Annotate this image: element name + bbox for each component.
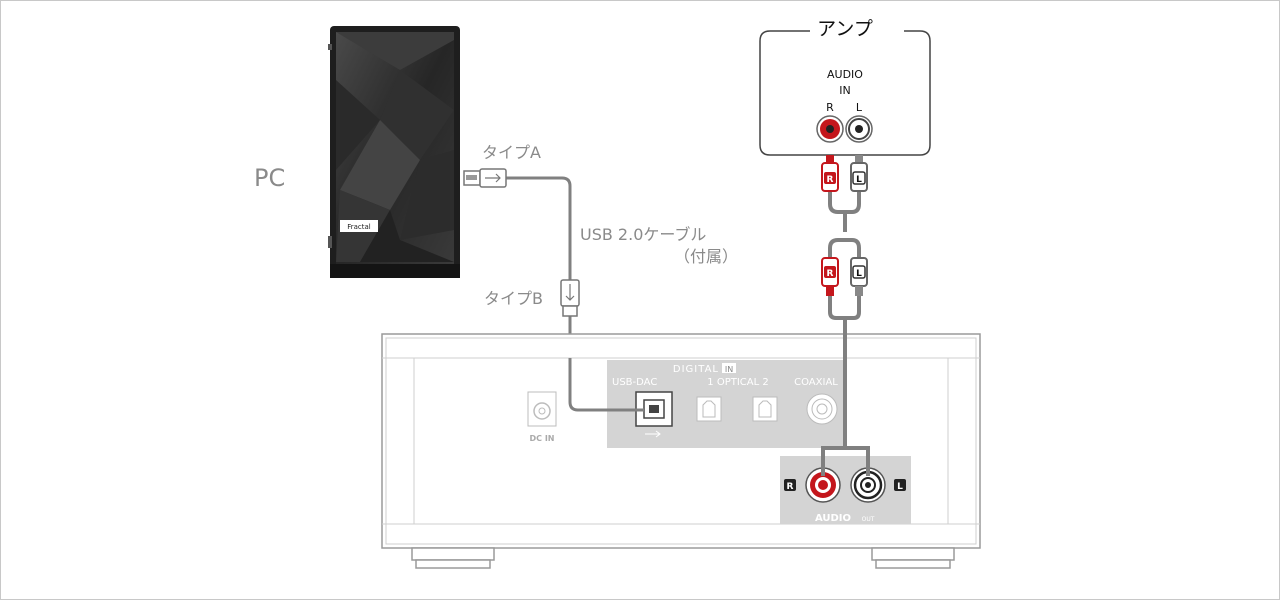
amp-title: アンプ bbox=[817, 18, 873, 40]
amp-l-label: L bbox=[856, 101, 863, 114]
audio-out-l-label: L bbox=[897, 482, 903, 492]
plug-r-label: R bbox=[827, 269, 834, 279]
optical-port-1 bbox=[696, 396, 722, 422]
amp-r-label: R bbox=[826, 101, 834, 114]
plug-l-label: L bbox=[856, 269, 862, 279]
pc-tower: Fractal bbox=[328, 26, 460, 278]
usb-trident-icon bbox=[565, 284, 575, 301]
coaxial-port bbox=[806, 393, 838, 425]
optical-port-2 bbox=[752, 396, 778, 422]
optical-label: 1 OPTICAL 2 bbox=[707, 377, 768, 388]
digital-in-suffix: IN bbox=[725, 365, 733, 374]
dac-foot-left bbox=[411, 547, 495, 569]
dac-unit: DC IN DIGITAL IN USB-DAC 1 OPTICAL 2 COA… bbox=[381, 333, 981, 569]
dc-in-label: DC IN bbox=[530, 434, 555, 443]
rca-plug-l-upper: L bbox=[850, 155, 868, 192]
amp-r-jack bbox=[816, 115, 844, 143]
audio-out-r-label: R bbox=[787, 482, 794, 492]
rca-plug-r-lower: R bbox=[821, 257, 839, 296]
usb-type-a-plug bbox=[463, 168, 507, 188]
plug-r-label: R bbox=[827, 175, 834, 185]
audio-out-r-jack bbox=[805, 467, 841, 503]
usb-b-port bbox=[635, 391, 673, 438]
dac-foot-right bbox=[871, 547, 955, 569]
usb-dac-label: USB-DAC bbox=[612, 377, 657, 388]
rca-plug-l-lower: L bbox=[850, 257, 868, 296]
type-b-label: タイプB bbox=[484, 289, 543, 308]
pc-label: PC bbox=[254, 164, 285, 192]
amp-l-jack bbox=[845, 115, 873, 143]
type-a-label: タイプA bbox=[482, 143, 541, 162]
cable-ends bbox=[568, 358, 644, 412]
plug-l-label: L bbox=[856, 175, 862, 185]
amplifier-box: アンプ AUDIO IN R L bbox=[759, 18, 931, 156]
usb-trident-icon bbox=[485, 173, 501, 183]
usb-trident-icon bbox=[645, 430, 661, 438]
dc-in-jack bbox=[527, 391, 557, 427]
pc-brand-label: Fractal bbox=[347, 223, 371, 231]
cable-name-label: USB 2.0ケーブル bbox=[580, 225, 706, 244]
rca-cable-into-unit bbox=[821, 318, 870, 476]
brand-badge bbox=[340, 220, 378, 232]
audio-out-panel bbox=[780, 456, 911, 524]
coaxial-label: COAXIAL bbox=[794, 377, 838, 388]
usb-type-b-plug bbox=[560, 279, 580, 317]
digital-in-label: DIGITAL bbox=[673, 364, 719, 375]
rca-plug-r-upper: R bbox=[821, 155, 839, 192]
amp-in-label: IN bbox=[839, 84, 850, 97]
amp-audio-label: AUDIO bbox=[827, 68, 863, 81]
cable-note-label: （付属） bbox=[674, 247, 738, 266]
audio-out-label: AUDIO bbox=[815, 513, 851, 524]
audio-out-suffix: OUT bbox=[862, 516, 875, 523]
